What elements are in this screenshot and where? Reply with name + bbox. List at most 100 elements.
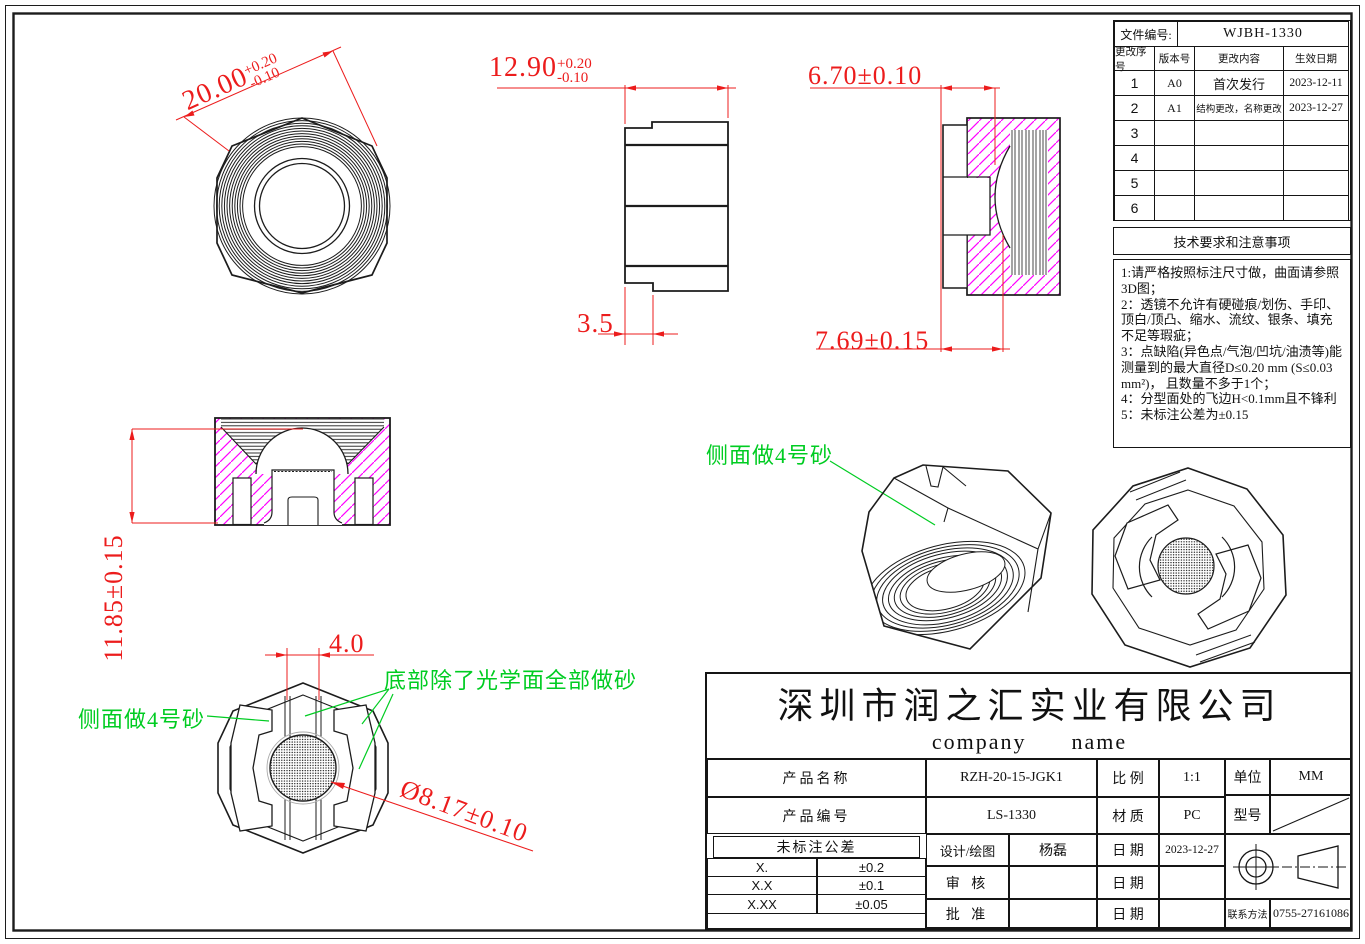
approve-date-blank bbox=[1159, 899, 1225, 928]
rev-row-seq: 6 bbox=[1114, 195, 1155, 221]
rev-row-date bbox=[1283, 195, 1349, 221]
design-date-value: 2023-12-27 bbox=[1159, 834, 1225, 866]
section-view-top bbox=[942, 117, 1061, 296]
designer-value: 杨磊 bbox=[1009, 834, 1097, 866]
checker-label: 审 核 bbox=[926, 866, 1009, 899]
dim-depth-a: 6.70±0.10 bbox=[808, 61, 923, 90]
annotation-side-sand-iso: 侧面做4号砂 bbox=[706, 443, 834, 468]
rev-header-content: 更改内容 bbox=[1194, 46, 1284, 71]
company-name-en: company name bbox=[931, 729, 1128, 754]
dim-front-across-lines bbox=[175, 46, 378, 152]
tech-notes-body: 1:请严格按照标注尺寸做，曲面请参照3D图； 2：透镜不允许有硬碰痕/划伤、手印… bbox=[1113, 259, 1351, 448]
check-date-blank bbox=[1159, 866, 1225, 899]
dim-bottom-lines bbox=[265, 648, 534, 852]
dim-side-width-lower: -0.10 bbox=[557, 70, 589, 86]
tolerance-value: ±0.1 bbox=[817, 876, 926, 895]
scale-label: 比 例 bbox=[1097, 759, 1159, 797]
contact-label: 联系方法 bbox=[1225, 899, 1270, 928]
rev-row-date: 2023-12-11 bbox=[1283, 70, 1349, 96]
contact-value: 0755-27161086 bbox=[1270, 899, 1352, 928]
dim-side-width: 12.90+0.20-0.10 bbox=[489, 52, 592, 93]
date-label: 日 期 bbox=[1097, 866, 1159, 899]
unit-label: 单位 bbox=[1225, 759, 1270, 795]
rev-row-ver: A1 bbox=[1154, 95, 1195, 121]
dim-height-lines bbox=[129, 428, 303, 524]
file-number-value: WJBH-1330 bbox=[1177, 21, 1349, 47]
dim-side-width-value: 12.90 bbox=[489, 52, 557, 83]
product-name-value: RZH-20-15-JGK1 bbox=[926, 759, 1097, 797]
annotation-side-sand: 侧面做4号砂 bbox=[78, 707, 206, 732]
model-label: 型号 bbox=[1225, 795, 1270, 834]
rev-row-ver bbox=[1154, 145, 1195, 171]
rev-row-ver bbox=[1154, 170, 1195, 196]
date-label: 日 期 bbox=[1097, 834, 1159, 866]
title-block: 深圳市润之汇实业有限公司 company name 产品名称 RZH-20-15… bbox=[705, 672, 1352, 930]
rev-header-ver: 版本号 bbox=[1154, 46, 1195, 71]
annotation-bottom-sand: 底部除了光学面全部做砂 bbox=[384, 668, 638, 693]
product-no-value: LS-1330 bbox=[926, 797, 1097, 834]
tolerance-key: X.X bbox=[707, 876, 817, 895]
rev-row-date bbox=[1283, 120, 1349, 146]
section-view-left bbox=[214, 417, 391, 526]
rev-row-seq: 1 bbox=[1114, 70, 1155, 96]
tolerance-value: ±0.2 bbox=[817, 858, 926, 877]
annotation-leader-lines bbox=[206, 460, 936, 770]
rev-row-content bbox=[1194, 120, 1284, 146]
rev-row-content: 首次发行 bbox=[1194, 70, 1284, 96]
sheet-border bbox=[5, 5, 1360, 939]
material-label: 材 质 bbox=[1097, 797, 1159, 834]
product-name-label: 产品名称 bbox=[707, 759, 926, 797]
first-angle-projection-icon bbox=[1233, 844, 1348, 890]
scale-value: 1:1 bbox=[1159, 759, 1225, 797]
material-value: PC bbox=[1159, 797, 1225, 834]
rev-row-content: 结构更改，名称更改 bbox=[1194, 95, 1284, 121]
checker-value-blank bbox=[1009, 866, 1097, 899]
approver-label: 批 准 bbox=[926, 899, 1009, 928]
rev-row-ver bbox=[1154, 120, 1195, 146]
rev-row-date: 2023-12-27 bbox=[1283, 95, 1349, 121]
rev-row-date bbox=[1283, 170, 1349, 196]
rev-row-seq: 2 bbox=[1114, 95, 1155, 121]
tech-notes-title: 技术要求和注意事项 bbox=[1113, 227, 1351, 255]
rev-row-content bbox=[1194, 145, 1284, 171]
tolerance-spacer bbox=[707, 913, 926, 928]
dim-side-width-lines bbox=[497, 85, 736, 345]
unit-value: MM bbox=[1270, 759, 1352, 795]
rev-row-content bbox=[1194, 195, 1284, 221]
dim-rib-width: 4.0 bbox=[329, 629, 365, 658]
iso-view-bottom bbox=[1091, 467, 1287, 668]
tolerance-key: X. bbox=[707, 858, 817, 877]
rev-row-seq: 5 bbox=[1114, 170, 1155, 196]
rev-row-ver bbox=[1154, 195, 1195, 221]
tolerance-key: X.XX bbox=[707, 894, 817, 914]
iso-view-top bbox=[861, 464, 1052, 650]
projection-symbol-cell bbox=[1225, 834, 1352, 899]
company-name-cn: 深圳市润之汇实业有限公司 bbox=[777, 686, 1282, 726]
rev-row-seq: 3 bbox=[1114, 120, 1155, 146]
revision-table: 文件编号: WJBH-1330 更改序号 版本号 更改内容 生效日期 1 A0 … bbox=[1113, 20, 1351, 221]
dim-height: 11.85±0.15 bbox=[99, 534, 128, 662]
rev-header-date: 生效日期 bbox=[1283, 46, 1349, 71]
tolerance-value: ±0.05 bbox=[817, 894, 926, 914]
designer-label: 设计/绘图 bbox=[926, 834, 1009, 866]
tolerance-title: 未标注公差 bbox=[713, 836, 920, 858]
date-label: 日 期 bbox=[1097, 899, 1159, 928]
rev-row-ver: A0 bbox=[1154, 70, 1195, 96]
rev-row-date bbox=[1283, 145, 1349, 171]
front-view bbox=[213, 117, 391, 295]
product-no-label: 产品编号 bbox=[707, 797, 926, 834]
dim-side-width-upper: +0.20 bbox=[557, 56, 592, 72]
dim-section-lines bbox=[810, 85, 1010, 352]
dim-tab-width: 3.5 bbox=[577, 308, 614, 338]
side-view bbox=[624, 121, 729, 292]
model-diagonal-line bbox=[1272, 797, 1350, 832]
rev-row-seq: 4 bbox=[1114, 145, 1155, 171]
bottom-view bbox=[217, 682, 389, 854]
rev-header-seq: 更改序号 bbox=[1114, 46, 1155, 73]
dim-depth-b: 7.69±0.15 bbox=[815, 326, 930, 355]
approver-value-blank bbox=[1009, 899, 1097, 928]
model-value-blank bbox=[1270, 795, 1352, 834]
company-header: 深圳市润之汇实业有限公司 company name bbox=[707, 674, 1352, 759]
